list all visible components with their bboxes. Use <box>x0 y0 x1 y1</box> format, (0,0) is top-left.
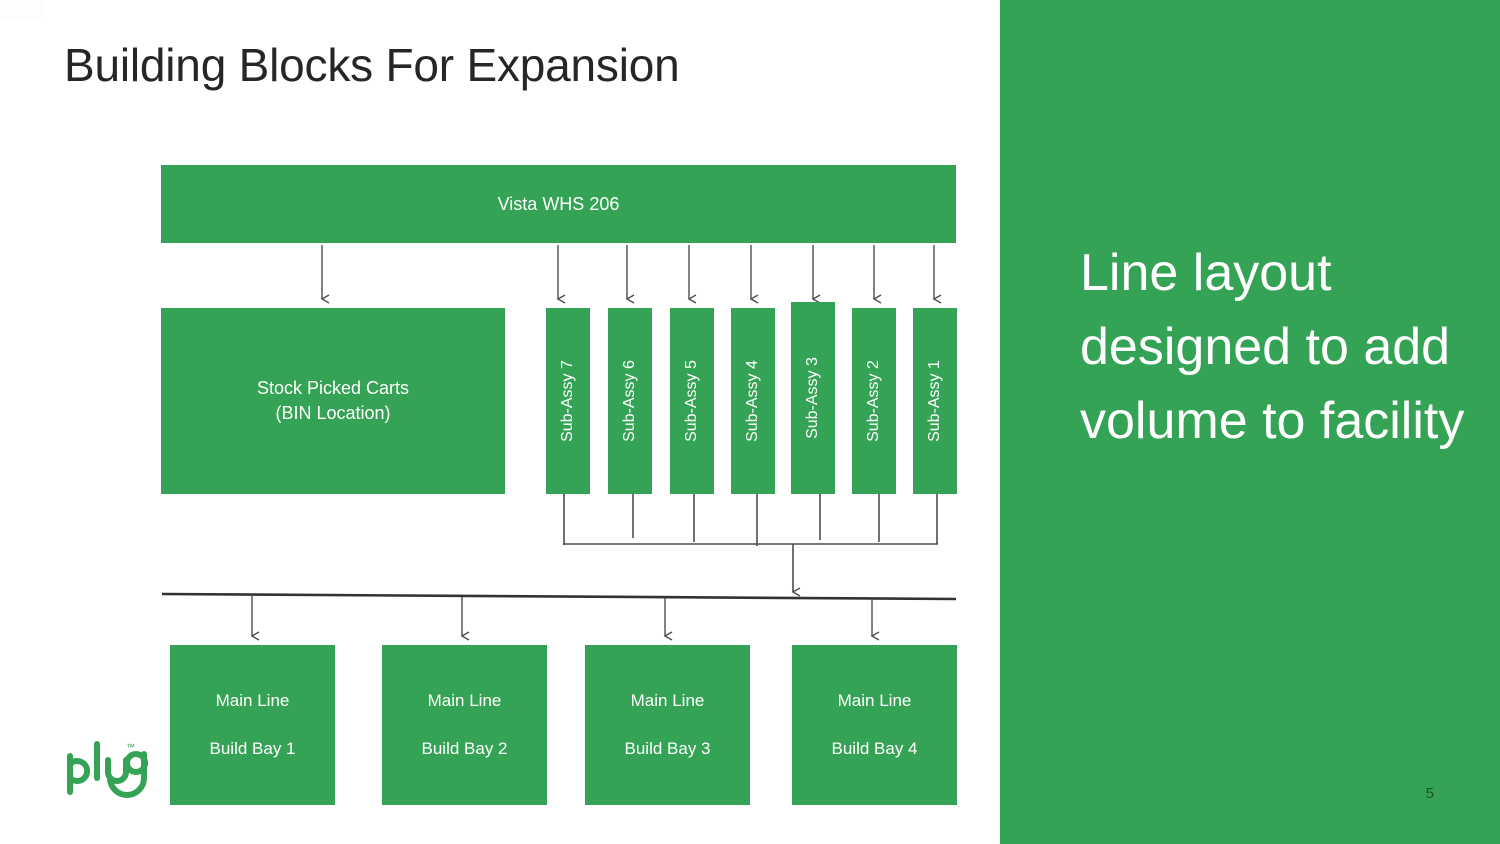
page-title: Building Blocks For Expansion <box>64 39 680 91</box>
plug-logo <box>67 741 148 798</box>
sub-assy-label: Sub-Assy 7 <box>559 360 576 442</box>
main-line-label: Main Line <box>427 691 502 710</box>
sub-assy-label: Sub-Assy 5 <box>683 360 700 442</box>
source-box-label: Vista WHS 206 <box>497 193 620 214</box>
trademark-symbol: ™ <box>126 742 135 752</box>
sub-assy-box-4[interactable]: Sub-Assy 4 <box>731 308 775 494</box>
sub-assy-label: Sub-Assy 3 <box>804 357 821 439</box>
main-line-box-3[interactable]: Main Line Build Bay 3 <box>585 645 750 805</box>
main-line-label: Main Line <box>215 691 290 710</box>
sub-assy-box-6[interactable]: Sub-Assy 6 <box>608 308 652 494</box>
sub-assy-box-3[interactable]: Sub-Assy 3 <box>791 302 835 494</box>
sub-assy-box-5[interactable]: Sub-Assy 5 <box>670 308 714 494</box>
corner-artifact <box>0 0 44 20</box>
sub-assy-label: Sub-Assy 1 <box>926 360 943 442</box>
main-line-box-1[interactable]: Main Line Build Bay 1 <box>170 645 335 805</box>
process-flow-diagram: Vista WHS 206 Stock Picked Carts (BIN Lo… <box>67 165 957 805</box>
right-highlight-panel: Line layout designed to add volume to fa… <box>1000 0 1500 844</box>
stock-box-line1: Stock Picked Carts <box>256 378 410 398</box>
sub-assy-label: Sub-Assy 2 <box>865 360 882 442</box>
panel-headline: Line layout designed to add volume to fa… <box>1080 244 1465 450</box>
main-line-box-4[interactable]: Main Line Build Bay 4 <box>792 645 957 805</box>
page-number: 5 <box>1425 785 1434 802</box>
sub-assy-box-1[interactable]: Sub-Assy 1 <box>913 308 957 494</box>
sub-assy-box-7[interactable]: Sub-Assy 7 <box>546 308 590 494</box>
main-line-label: Main Line <box>630 691 705 710</box>
build-bay-label: Build Bay 4 <box>831 739 918 758</box>
sub-assy-label: Sub-Assy 6 <box>621 360 638 442</box>
build-bay-label: Build Bay 3 <box>624 739 711 758</box>
source-box-vista-whs[interactable]: Vista WHS 206 <box>161 165 956 243</box>
stock-picked-carts-box[interactable]: Stock Picked Carts (BIN Location) <box>161 308 505 494</box>
sub-assy-box-2[interactable]: Sub-Assy 2 <box>852 308 896 494</box>
sub-assy-label: Sub-Assy 4 <box>744 360 761 442</box>
main-line-label: Main Line <box>837 691 912 710</box>
stock-box-line2: (BIN Location) <box>275 403 391 423</box>
build-bay-label: Build Bay 1 <box>209 739 296 758</box>
build-bay-label: Build Bay 2 <box>421 739 508 758</box>
main-line-box-2[interactable]: Main Line Build Bay 2 <box>382 645 547 805</box>
